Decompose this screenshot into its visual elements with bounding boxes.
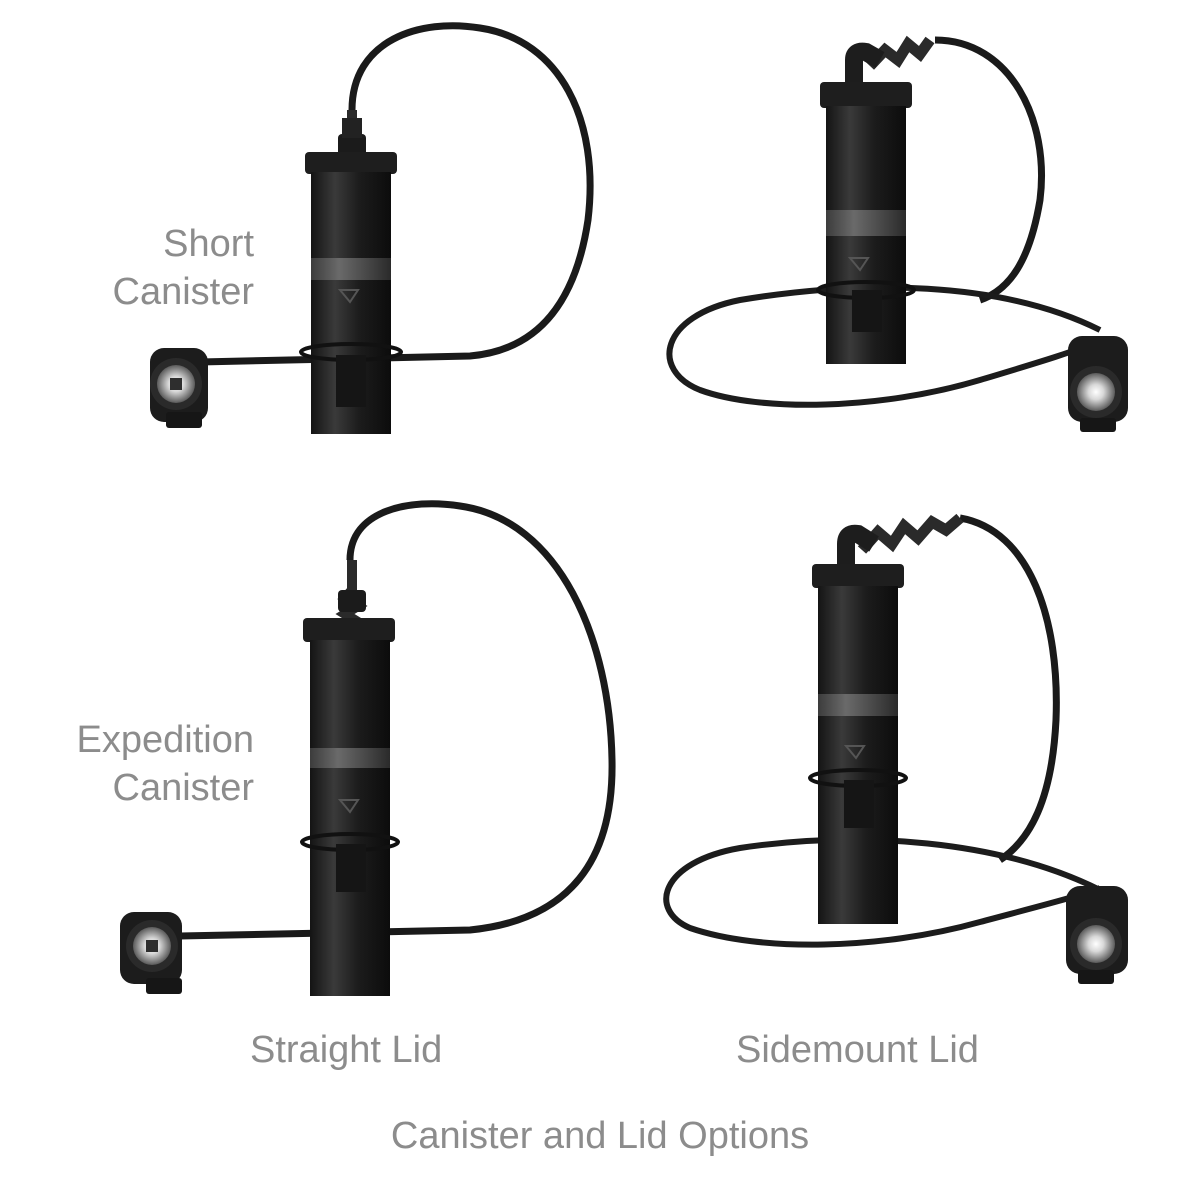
column-label-sidemount-lid: Sidemount Lid: [736, 1029, 979, 1071]
expedition-sidemount-light: [663, 513, 1128, 984]
expedition-straight-light: [120, 500, 616, 996]
column-label-straight-lid: Straight Lid: [250, 1029, 443, 1071]
row-label-expedition-canister: Expedition Canister: [14, 716, 254, 812]
row-label-short-line2: Canister: [112, 271, 255, 313]
row-label-short-canister: Short Canister: [14, 220, 255, 316]
short-sidemount-light: [666, 35, 1128, 432]
short-straight-light: [150, 22, 594, 434]
row-label-expedition-line2: Canister: [112, 767, 255, 809]
figure-caption: Canister and Lid Options: [390, 1115, 810, 1157]
row-label-expedition-line1: Expedition: [76, 719, 254, 761]
row-label-short-line1: Short: [163, 223, 254, 265]
